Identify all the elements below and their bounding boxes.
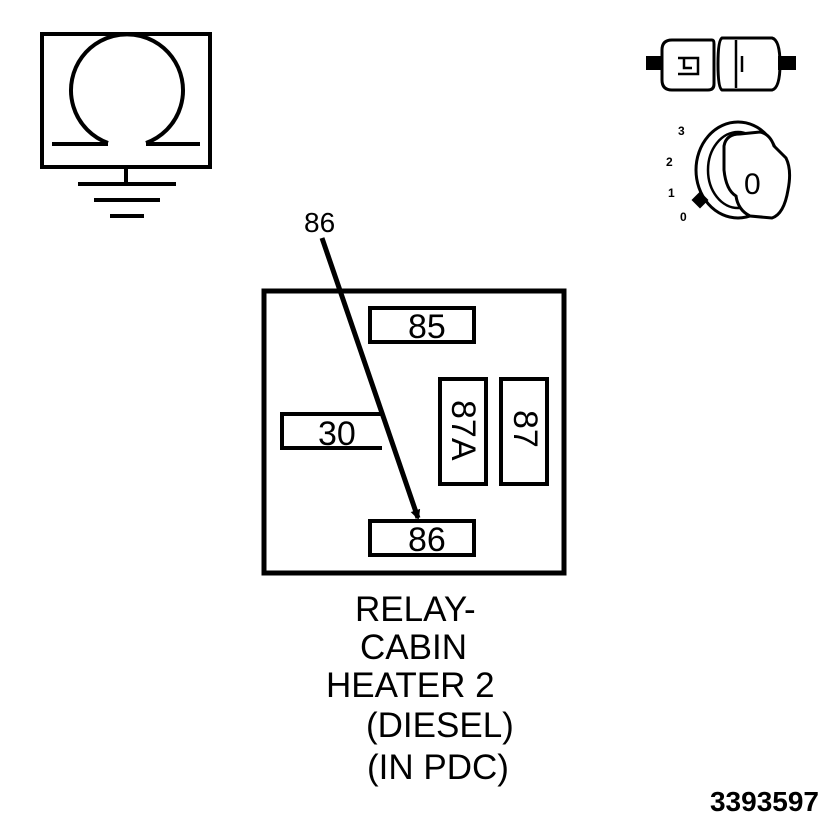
relay-body	[261, 288, 567, 576]
figure-number: 3393597	[709, 786, 819, 817]
callout-label: 86	[304, 207, 335, 238]
terminal-87a-label: 87A	[444, 400, 482, 461]
ignition-position-1: 1	[668, 186, 675, 200]
ignition-position-3: 3	[678, 124, 685, 138]
caption-line-4: (DIESEL)	[366, 706, 514, 745]
connector-icon	[646, 36, 796, 92]
terminal-87: 87	[499, 377, 549, 486]
ignition-position-2: 2	[666, 155, 673, 169]
ohm-ground-icon	[40, 32, 212, 218]
terminal-30: 30	[280, 412, 382, 453]
caption-line-2: CABIN	[360, 628, 467, 667]
ignition-key-icon: 3 2 1 0 0	[666, 120, 792, 224]
callout-arrow: 86	[304, 207, 421, 520]
caption-line-5: (IN PDC)	[367, 748, 509, 787]
terminal-86: 86	[368, 519, 476, 559]
ignition-position-0: 0	[680, 210, 687, 224]
terminal-86-label: 86	[408, 521, 446, 559]
ignition-key-label: 0	[744, 168, 761, 201]
caption-line-3: HEATER 2	[326, 666, 495, 705]
terminal-85: 85	[368, 306, 476, 346]
terminal-87-label: 87	[506, 410, 544, 448]
terminal-85-label: 85	[408, 308, 446, 346]
terminal-87a: 87A	[438, 377, 488, 486]
caption-line-1: RELAY-	[355, 590, 476, 629]
terminal-30-label: 30	[318, 415, 356, 453]
